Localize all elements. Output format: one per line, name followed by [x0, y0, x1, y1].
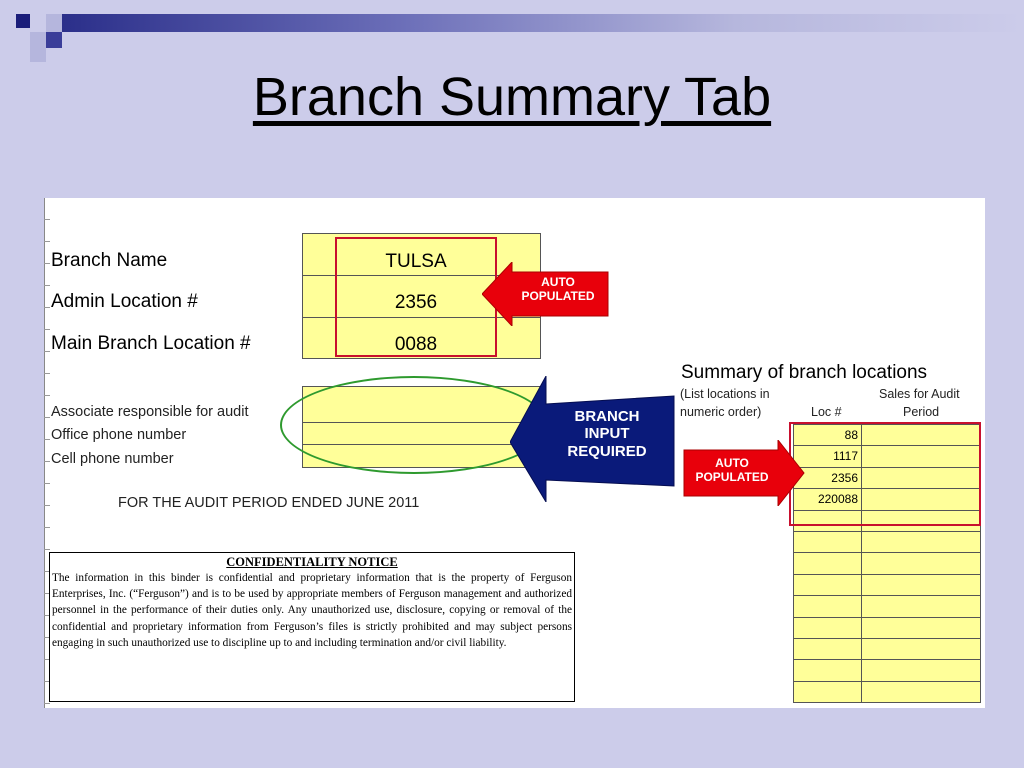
- decor-square-light-3: [30, 48, 46, 62]
- confidentiality-notice-body: The information in this binder is confid…: [52, 572, 572, 649]
- branch-input-highlight-ellipse: [280, 376, 548, 474]
- decor-square-navy-1: [16, 14, 30, 28]
- sales-column-header-line2: Period: [903, 405, 940, 419]
- main-branch-location-cell[interactable]: [302, 317, 541, 359]
- admin-location-label: Admin Location #: [51, 291, 198, 312]
- branch-name-value: TULSA: [385, 251, 447, 272]
- sales-cell[interactable]: [861, 531, 981, 554]
- confidentiality-notice: CONFIDENTIALITY NOTICE The information i…: [49, 552, 575, 702]
- sales-column-header-line1: Sales for Audit: [879, 387, 960, 401]
- auto-populated-arrow-1: [482, 262, 609, 326]
- confidentiality-notice-title: CONFIDENTIALITY NOTICE: [226, 555, 398, 569]
- loc-cell[interactable]: [793, 573, 862, 597]
- sales-cell[interactable]: [861, 638, 981, 661]
- audit-period-text: FOR THE AUDIT PERIOD ENDED JUNE 2011: [118, 495, 420, 511]
- loc-value: 220088: [817, 492, 858, 507]
- auto-populated-label-1: AUTO POPULATED: [521, 275, 595, 303]
- branch-input-label: BRANCH INPUT REQUIRED: [567, 408, 647, 460]
- summary-subtitle-line2: numeric order): [680, 405, 762, 419]
- associate-label: Associate responsible for audit: [51, 404, 249, 420]
- branch-name-cell[interactable]: [302, 233, 541, 276]
- loc-cell[interactable]: [793, 659, 862, 682]
- summary-title: Summary of branch locations: [681, 362, 928, 383]
- cell-phone-label: Cell phone number: [51, 451, 174, 467]
- main-branch-location-label: Main Branch Location #: [51, 333, 251, 354]
- loc-cell[interactable]: [793, 616, 862, 639]
- branch-input-arrow: [510, 376, 675, 502]
- loc-cell[interactable]: [793, 680, 862, 704]
- branch-name-label: Branch Name: [51, 250, 168, 271]
- sales-cell[interactable]: [861, 573, 981, 597]
- loc-value: 1117: [833, 449, 858, 464]
- row-gutter-ticks: [44, 198, 50, 708]
- loc-value: 2356: [831, 470, 858, 485]
- slide-title: Branch Summary Tab: [252, 67, 772, 127]
- loc-cell[interactable]: [793, 531, 862, 554]
- decor-square-light-2: [30, 32, 46, 48]
- main-branch-location-value: 0088: [394, 334, 438, 355]
- loc-cell[interactable]: [793, 552, 862, 575]
- loc-value: 88: [844, 428, 858, 442]
- decor-square-navy-2: [46, 32, 62, 48]
- loc-cell[interactable]: [793, 595, 862, 618]
- sales-cell[interactable]: [861, 680, 981, 704]
- sales-cell[interactable]: [861, 616, 981, 639]
- sales-cell[interactable]: [861, 659, 981, 682]
- admin-location-value: 2356: [394, 292, 438, 313]
- office-phone-label: Office phone number: [51, 427, 187, 443]
- locations-highlight-box: [789, 422, 981, 526]
- auto-populated-label-2: AUTO POPULATED: [695, 456, 769, 484]
- loc-cell[interactable]: [793, 638, 862, 661]
- summary-subtitle-line1: (List locations in: [680, 387, 770, 401]
- sales-cell[interactable]: [861, 595, 981, 618]
- sales-cell[interactable]: [861, 552, 981, 575]
- decor-gradient-bar: [62, 14, 1024, 32]
- auto-populated-arrow-2: [683, 440, 805, 506]
- loc-column-header: Loc #: [811, 405, 842, 419]
- decor-square-light-1: [46, 14, 62, 32]
- auto-populated-highlight-box: [335, 237, 497, 357]
